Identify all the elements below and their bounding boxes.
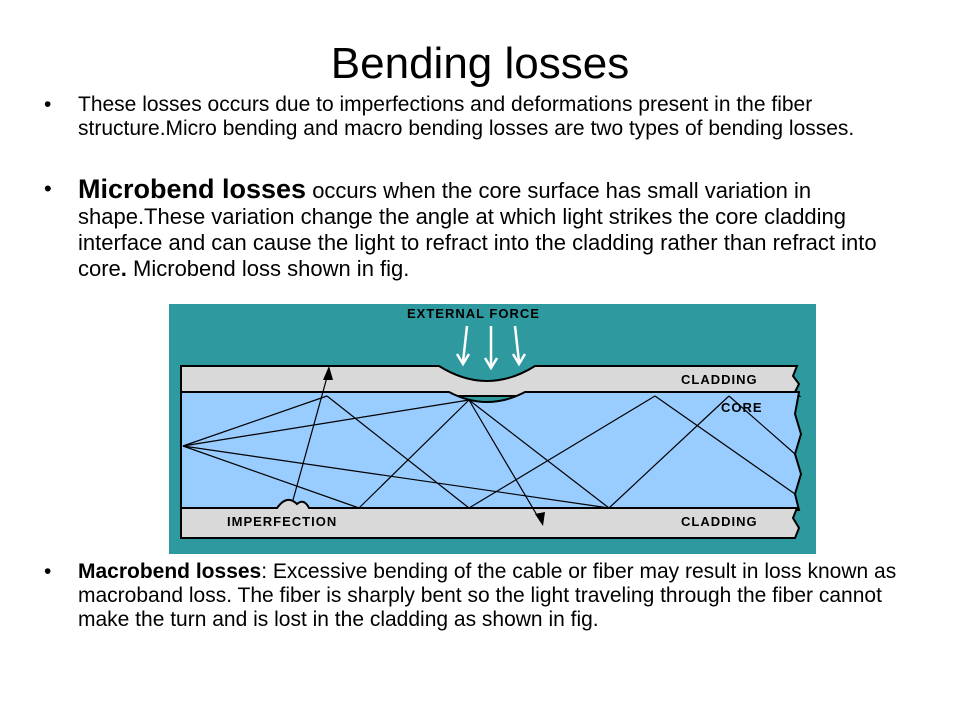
bullet-lead: Macrobend losses [78,560,262,583]
label-cladding-top: CLADDING [681,372,758,387]
label-external-force: EXTERNAL FORCE [407,306,540,321]
refracted-ray-arrowhead [323,366,333,380]
label-core: CORE [721,400,763,415]
label-imperfection: IMPERFECTION [227,514,337,529]
bullet-microbend-losses: • Microbend losses occurs when the core … [44,174,928,282]
bullet-glyph: • [44,560,52,583]
bullet-text: occurs when the core surface has small v… [78,178,877,281]
cladding-bottom [180,498,801,539]
core-region [180,391,803,511]
microbend-figure: EXTERNAL FORCE CLADDING CORE IMPERFECTIO… [169,304,816,554]
bullet-bending-losses: • These losses occurs due to imperfectio… [44,93,928,141]
cladding-top [180,365,802,397]
bullet-lead: Microbend losses [78,174,307,204]
bullet-text: These losses occurs due to imperfections… [78,93,855,140]
bullet-tail: Microbend loss shown in fig. [126,256,410,281]
bullet-glyph: • [44,93,52,116]
bullet-glyph: • [44,176,52,201]
bullet-macrobend-losses: • Macrobend losses: Excessive bending of… [44,560,928,632]
slide-title: Bending losses [330,39,630,88]
label-cladding-bottom: CLADDING [681,514,758,529]
refracted-ray-arrowhead [535,512,545,526]
microbend-diagram: EXTERNAL FORCE CLADDING CORE IMPERFECTIO… [180,306,803,539]
light-rays [182,369,796,523]
external-force-arrows [455,325,527,371]
bullet-text: : Excessive bending of the cable or fibe… [78,560,897,631]
bullet-period: . [120,256,127,281]
